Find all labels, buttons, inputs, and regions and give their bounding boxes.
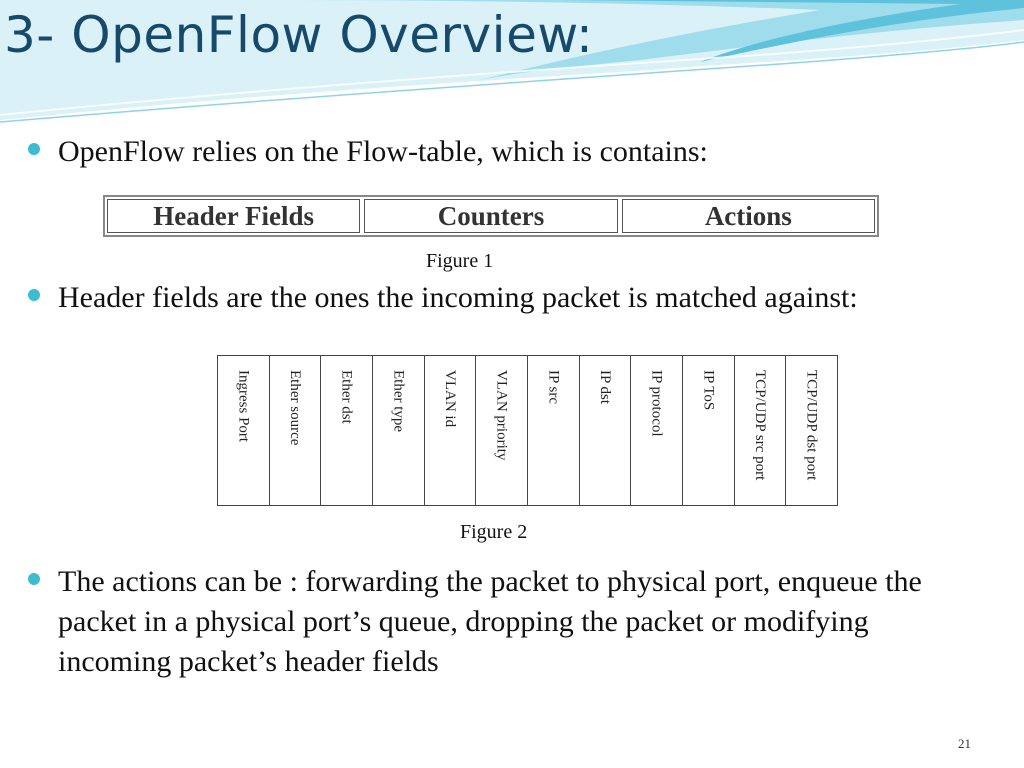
figure-2-caption: Figure 2 [460,521,528,543]
header-field-column: IP protocol [630,356,682,505]
header-field-column: VLAN priority [475,356,527,505]
slide-title: 3- OpenFlow Overview: [4,6,594,64]
header-field-label: IP protocol [648,370,665,437]
header-field-label: Ether source [287,370,303,446]
bullet-dot-icon [28,573,40,585]
page-number: 21 [958,736,971,751]
header-field-label: IP dst [597,370,614,405]
bullet-header-fields: Header fields are the ones the incoming … [28,278,998,318]
header-field-label: Ingress Port [235,370,252,443]
header-field-label: IP src [545,370,562,405]
bullet-text: Header fields are the ones the incoming … [58,281,858,314]
flow-table-cell: Header Fields [107,199,361,233]
bullet-dot-icon [28,289,40,301]
bullet-text: OpenFlow relies on the Flow-table, which… [58,135,708,168]
header-fields-figure: Ingress Port Ether source Ether dst Ethe… [217,355,838,506]
header-field-column: IP src [527,356,579,505]
header-field-label: Ether dst [338,370,355,424]
header-field-label: TCP/UDP src port [752,370,769,481]
header-field-column: Ingress Port [218,356,269,505]
header-field-column: Ether dst [320,356,372,505]
bullet-dot-icon [28,143,40,155]
header-field-column: IP dst [578,356,631,505]
header-field-column: Ether type [372,356,424,505]
header-field-column: Ether source [268,356,321,505]
header-field-label: Ether type [390,370,407,433]
header-field-label: IP ToS [700,370,717,411]
bullet-text: The actions can be : forwarding the pack… [58,565,922,678]
header-field-column: VLAN id [423,356,476,505]
header-field-label: VLAN priority [493,370,510,461]
figure-1-caption: Figure 1 [426,250,494,272]
bullet-actions: The actions can be : forwarding the pack… [28,562,948,682]
flow-table-cell: Counters [364,199,618,233]
flow-table-cell: Actions [621,199,875,233]
flow-table-figure: Header Fields Counters Actions [103,195,879,237]
header-field-label: TCP/UDP dst port [803,370,820,481]
header-wave-decoration [0,0,1024,123]
bullet-flow-table: OpenFlow relies on the Flow-table, which… [28,132,988,172]
header-field-label: VLAN id [442,370,459,428]
header-field-column: TCP/UDP dst port [785,356,837,505]
header-field-column: IP ToS [682,356,734,505]
header-field-column: TCP/UDP src port [733,356,786,505]
